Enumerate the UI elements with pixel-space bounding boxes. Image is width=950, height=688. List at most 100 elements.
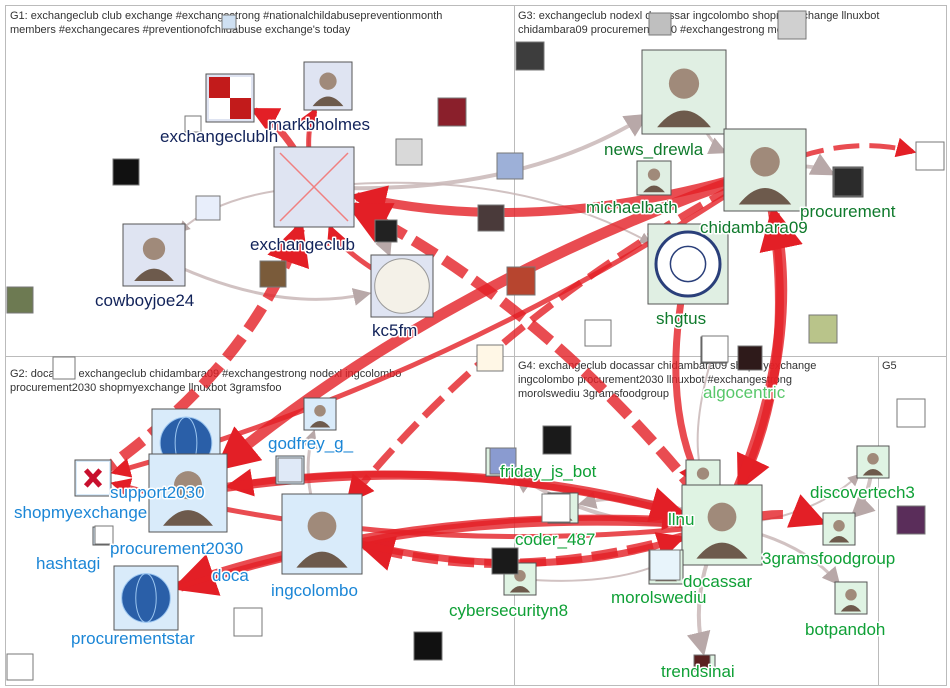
node-label-ingcolombo[interactable]: ingcolombo xyxy=(270,580,360,602)
thumbnail-12[interactable] xyxy=(584,319,612,347)
node-procurementstar[interactable] xyxy=(113,565,179,631)
thumbnail-2[interactable] xyxy=(437,97,467,127)
thumbnail-27[interactable] xyxy=(491,547,519,575)
node-label-procurement[interactable]: procurement xyxy=(799,201,898,223)
fclh-logo-icon xyxy=(209,77,251,119)
node-label-hashtagit[interactable]: hashtagi xyxy=(35,553,102,575)
node-label-procurementstar[interactable]: procurementstar xyxy=(70,628,197,650)
node-kc5fm[interactable] xyxy=(370,254,434,318)
node-shgtus[interactable] xyxy=(647,223,729,305)
node-label-support2030[interactable]: support2030 xyxy=(109,482,207,504)
node-label-llnuxbot[interactable]: llnu xyxy=(667,509,696,531)
node-label-discovertech3[interactable]: discovertech3 xyxy=(809,482,917,504)
person-avatar-icon xyxy=(696,502,748,559)
node-label-algocentric[interactable]: algocentric xyxy=(702,382,788,404)
node-label-doca[interactable]: doca xyxy=(211,565,251,587)
node-label-godfrey[interactable]: godfrey_g_ xyxy=(267,433,356,455)
thumbnail-26[interactable] xyxy=(489,447,517,475)
node-markbholmes[interactable] xyxy=(303,61,353,111)
thumbnail-28[interactable] xyxy=(541,493,571,523)
thumbnail-5[interactable] xyxy=(477,204,505,232)
person-avatar-icon xyxy=(296,511,348,568)
thumbnail-22[interactable] xyxy=(515,41,545,71)
node-news_drewla[interactable] xyxy=(641,49,727,135)
thumbnail-31[interactable] xyxy=(413,631,443,661)
node-label-kc5fm[interactable]: kc5fm xyxy=(371,320,419,342)
thumbnail-35[interactable] xyxy=(693,654,711,672)
thumbnail-3[interactable] xyxy=(395,138,423,166)
panel-g1-line2: members #exchangecares #preventionofchil… xyxy=(10,24,351,36)
thumbnail-1[interactable] xyxy=(184,115,202,133)
thumbnail-7[interactable] xyxy=(112,158,140,186)
node-chidambara09[interactable] xyxy=(723,128,807,212)
thumbnail-19[interactable] xyxy=(896,505,926,535)
elephant-avatar-icon xyxy=(738,147,792,205)
cartoon-avatar-icon xyxy=(840,589,862,612)
thumbnail-34[interactable] xyxy=(277,457,303,483)
thumbnail-33[interactable] xyxy=(94,525,114,545)
node-label-trendsinai[interactable]: trendsinai xyxy=(660,661,737,683)
dog-avatar-icon xyxy=(312,72,344,107)
thumbnail-21[interactable] xyxy=(833,167,863,197)
panel-g3-line1: G3: exchangeclub nodexl docassar ingcolo… xyxy=(518,10,879,22)
node-procurement2030[interactable] xyxy=(148,453,228,533)
thumbnail-9[interactable] xyxy=(259,260,287,288)
thumbnail-18[interactable] xyxy=(896,398,926,428)
node-cowboyjoe24[interactable] xyxy=(122,223,186,287)
node-ingcolombo[interactable] xyxy=(281,493,363,575)
thumbnail-10[interactable] xyxy=(6,286,34,314)
node-godfrey_g_[interactable] xyxy=(303,397,337,431)
node-3gramsfoodgroup[interactable] xyxy=(822,512,856,546)
thumbnail-30[interactable] xyxy=(233,607,263,637)
thumbnail-17[interactable] xyxy=(808,314,838,344)
node-label-coder-487[interactable]: coder_487 xyxy=(514,529,597,551)
node-label-markbholmes[interactable]: markbholmes xyxy=(267,114,372,136)
node-labels: exchangeclublh markbholmes exchangeclub … xyxy=(13,114,917,683)
node-michaelbath[interactable] xyxy=(636,160,672,196)
thumbnail-8[interactable] xyxy=(195,195,221,221)
edge-docassar-exchangeclub xyxy=(345,201,727,529)
thumbnail-29[interactable] xyxy=(649,549,681,581)
node-label-news-drewla[interactable]: news_drewla xyxy=(603,139,706,161)
node-label-morolswediu[interactable]: morolswediu xyxy=(610,587,708,609)
node-docassar[interactable] xyxy=(681,484,763,566)
node-exchangeclublh[interactable] xyxy=(205,73,255,123)
node-botpandoh[interactable] xyxy=(834,581,868,615)
node-shopmyexchange[interactable] xyxy=(74,459,112,497)
node-label-exchangeclub[interactable]: exchangeclub xyxy=(249,234,357,256)
thumbnail-24[interactable] xyxy=(777,10,807,40)
node-label-cowboyjoe24[interactable]: cowboyjoe24 xyxy=(94,290,196,312)
node-label-exchangeclublh[interactable]: exchangeclublh xyxy=(159,126,280,148)
edge-procurementstar-docassar xyxy=(145,510,683,601)
panel-g5-label: G5 xyxy=(882,360,897,372)
node-label-procurement2030[interactable]: procurement2030 xyxy=(109,538,245,560)
node-label-cybersecurityn8[interactable]: cybersecurityn8 xyxy=(448,600,570,622)
node-label-shopmyexchange[interactable]: shopmyexchange xyxy=(13,502,149,524)
thumbnail-0[interactable] xyxy=(221,14,237,30)
node-label-shgtus[interactable]: shgtus xyxy=(655,308,708,330)
thumbnail-25[interactable] xyxy=(542,425,572,455)
thumbnail-32[interactable] xyxy=(6,653,34,681)
thumbnail-6[interactable] xyxy=(374,219,398,243)
thumbnail-4[interactable] xyxy=(496,152,524,180)
edge-chidambara09-ingcolombo xyxy=(346,166,767,505)
node-label-botpandoh[interactable]: botpandoh xyxy=(804,619,887,641)
thumbnail-15[interactable] xyxy=(701,335,729,363)
thumbnail-23[interactable] xyxy=(648,12,672,36)
person-avatar-icon xyxy=(309,405,331,428)
node-discovertech3[interactable] xyxy=(856,445,890,479)
thumbnail-13[interactable] xyxy=(476,344,504,372)
node-label-3gramsfoodgroup[interactable]: 3gramsfoodgroup xyxy=(761,548,897,570)
node-label-chidambara09[interactable]: chidambara09 xyxy=(699,217,810,239)
thumbnail-20[interactable] xyxy=(915,141,945,171)
node-michaelbath-frame xyxy=(636,160,672,196)
thumbnail-11[interactable] xyxy=(506,266,536,296)
node-label-docassar[interactable]: docassar xyxy=(682,571,754,593)
thumbnail-14[interactable] xyxy=(52,356,76,380)
node-label-friday-js-bot[interactable]: friday_js_bot xyxy=(499,461,599,483)
ham-radio-badge-icon xyxy=(374,258,430,314)
node-exchangeclub[interactable] xyxy=(273,146,355,228)
node-label-michaelbath[interactable]: michaelbath xyxy=(585,197,680,219)
thumbnail-16[interactable] xyxy=(737,345,763,371)
